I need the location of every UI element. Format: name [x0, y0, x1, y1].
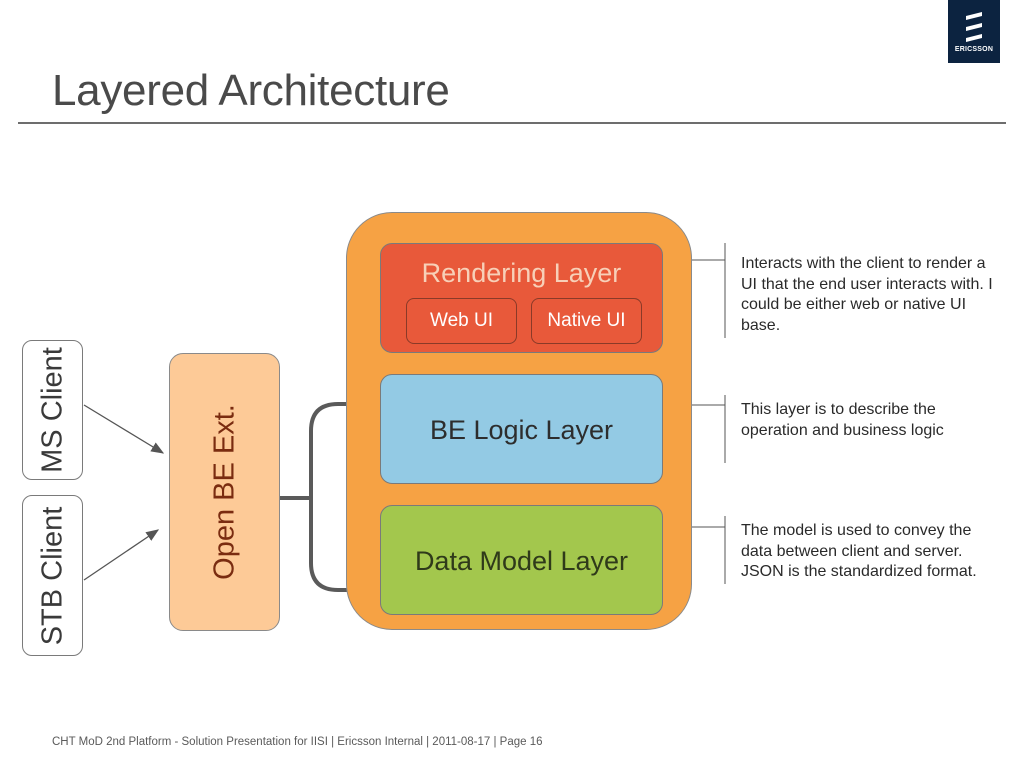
be-logic-layer-label: BE Logic Layer — [429, 415, 614, 445]
slide-title: Layered Architecture — [52, 66, 450, 115]
ms-client-box: MS Client — [22, 340, 83, 480]
logo-text: ERICSSON — [954, 46, 994, 53]
ms-client-label: MS Client — [36, 347, 68, 473]
stb-client-label: STB Client — [36, 506, 68, 645]
data-description: The model is used to convey the data bet… — [741, 522, 977, 580]
slide-footer: CHT MoD 2nd Platform - Solution Presenta… — [52, 736, 543, 748]
stb-client-box: STB Client — [22, 495, 83, 656]
ericsson-logo-icon — [966, 12, 982, 42]
ms-client-arrow — [83, 404, 165, 454]
bracket-connector — [280, 402, 400, 592]
data-model-layer: Data Model Layer — [380, 505, 663, 615]
data-model-layer-label: Data Model Layer — [414, 546, 629, 576]
open-be-ext-label: Open BE Ext. — [208, 404, 240, 580]
logic-description: This layer is to describe the operation … — [741, 401, 944, 439]
native-ui-box: Native UI — [531, 298, 642, 344]
rendering-description: Interacts with the client to render a UI… — [741, 255, 993, 334]
ericsson-logo: ERICSSON — [948, 0, 1000, 63]
rendering-layer-label: Rendering Layer — [421, 258, 622, 288]
web-ui-box: Web UI — [406, 298, 517, 344]
be-logic-layer: BE Logic Layer — [380, 374, 663, 484]
open-be-ext-box: Open BE Ext. — [169, 353, 280, 631]
rendering-layer: Rendering Layer Web UI Native UI — [380, 243, 663, 353]
title-divider — [18, 122, 1006, 124]
stb-client-arrow — [83, 529, 160, 581]
